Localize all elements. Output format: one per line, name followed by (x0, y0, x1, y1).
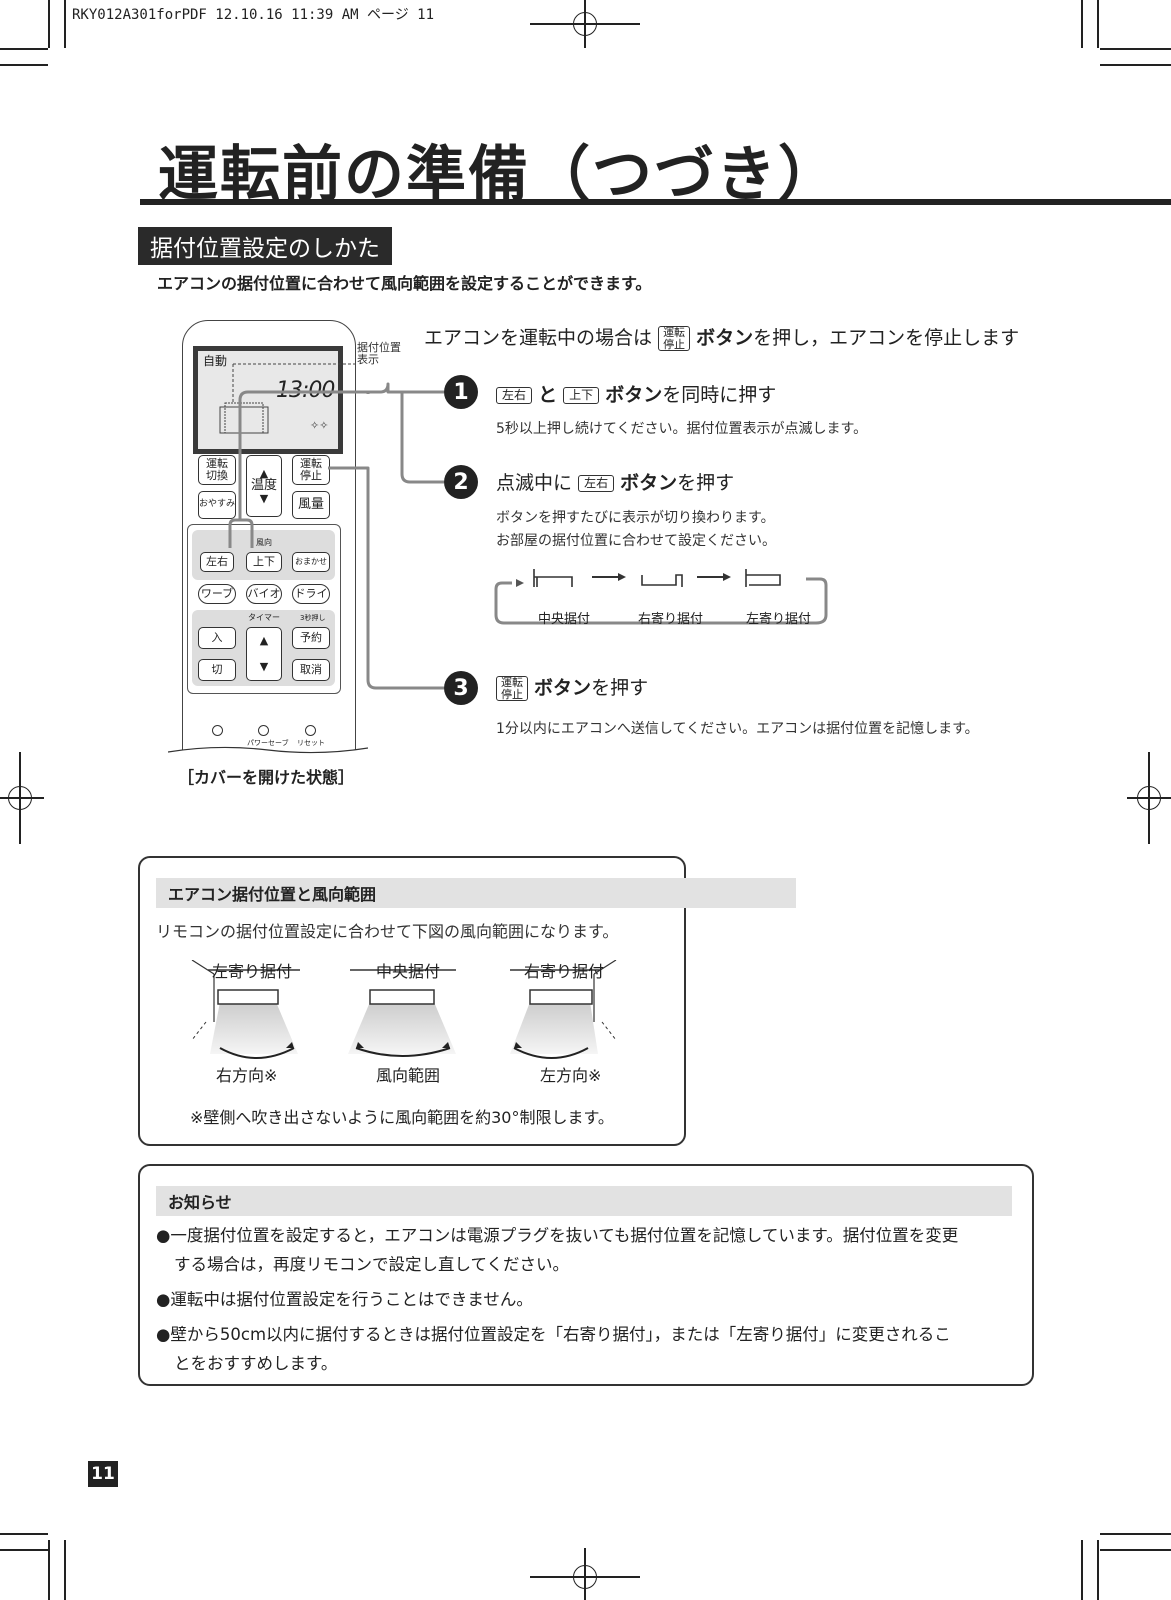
hold-label: 3秒押し (300, 614, 326, 622)
print-slug: RKY012A301forPDF 12.10.16 11:39 AM ページ 1… (72, 7, 435, 23)
remote-btn-omakase: おまかせ (292, 552, 330, 572)
step-2-sub: ボタンを押すたびに表示が切り換わります。 お部屋の据付位置に合わせて設定ください… (496, 510, 776, 550)
remote-btn-dry: ドライ (292, 584, 330, 604)
step-3-text: 運転停止 ボタンを押す (496, 673, 648, 702)
notice-heading: お知らせ (156, 1186, 1012, 1216)
range-dir-left: 右方向※ (216, 1066, 278, 1085)
remote-btn-on-timer: 入 (198, 627, 236, 649)
remote-hole-icon (305, 725, 316, 736)
range-box-heading: エアコン据付位置と風向範囲 (156, 878, 796, 908)
timer-label: タイマー (248, 613, 280, 622)
up-arrow-icon: ▲ (259, 634, 269, 648)
lcd-position-icon: ✧✧ (219, 363, 358, 434)
step-2-number: 2 (444, 465, 478, 499)
range-dir-right: 左方向※ (540, 1066, 602, 1085)
fuko-label: 風向 (256, 538, 272, 547)
remote-btn-joge: 上下 (246, 552, 282, 572)
remote-label-powersave: パワーセーブ (247, 739, 289, 747)
position-cycle-diagram (494, 569, 828, 625)
remote-caption: ［カバーを開けた状態］ (178, 768, 355, 787)
cycle-label-center: 中央据付 (538, 612, 591, 627)
notice-item: ●運転中は据付位置設定を行うことはできません。 (156, 1289, 533, 1309)
remote-btn-temp: ▲ 温度 ▼ (246, 455, 282, 517)
remote-btn-timer-updown: ▲ ▼ (246, 627, 282, 681)
remote-btn-fan: 風量 (292, 491, 330, 519)
down-arrow-icon: ▼ (259, 491, 269, 505)
remote-btn-sayu: 左右 (200, 552, 234, 572)
step-1-number: 1 (444, 375, 478, 409)
section-intro: エアコンの据付位置に合わせて風向範囲を設定することができます。 (157, 274, 652, 293)
remote-label-reset: リセット (297, 739, 325, 747)
page-title: 運転前の準備（つづき） (158, 140, 840, 210)
range-diagram (191, 960, 617, 1059)
remote-hole-icon (258, 725, 269, 736)
notice-item: ●一度据付位置を設定すると，エアコンは電源プラグを抜いても据付位置を記憶していま… (156, 1226, 959, 1245)
cycle-label-left: 左寄り据付 (746, 612, 812, 627)
remote-cut-edge (168, 746, 368, 768)
sayu-key-icon: 左右 (496, 386, 533, 405)
remote-btn-wave: ワーブ (198, 584, 236, 604)
page-number: 11 (88, 1461, 118, 1487)
step-2-text: 点滅中に 左右 ボタンを押す (496, 472, 735, 494)
range-pos-right: 右寄り据付 (524, 962, 605, 981)
cycle-label-right: 右寄り据付 (638, 612, 704, 627)
remote-hole-icon (212, 725, 223, 736)
step-3-number: 3 (444, 671, 478, 705)
connector-lines (228, 382, 444, 690)
start-stop-key-icon: 運転停止 (658, 325, 691, 352)
remote-btn-reserve: 予約 (292, 627, 330, 649)
notice-item: ●壁から50cm以内に据付するときは据付位置設定を「右寄り据付」，または「左寄り… (156, 1324, 951, 1344)
remote-btn-bio: バイオ (246, 584, 282, 604)
range-box-lead: リモコンの据付位置設定に合わせて下図の風向範囲になります。 (156, 922, 619, 941)
title-rule (140, 199, 1171, 205)
notice-item-cont: とをおすすめします。 (174, 1353, 338, 1373)
range-note: ※壁側へ吹き出さないように風向範囲を約30°制限します。 (190, 1108, 614, 1127)
step-1-sub: 5秒以上押し続けてください。据付位置表示が点滅します。 (496, 421, 868, 437)
step-pre: エアコンを運転中の場合は 運転停止 ボタンを押し，エアコンを停止します (424, 325, 1020, 352)
down-arrow-icon: ▼ (259, 660, 269, 674)
svg-text:✧✧: ✧✧ (310, 419, 328, 432)
sayu-key-icon: 左右 (578, 474, 615, 493)
display-label: 据付位置 表示 (357, 341, 401, 367)
lcd-mode: 自動 (203, 354, 228, 368)
range-dir-center: 風向範囲 (376, 1066, 441, 1085)
remote-btn-mode: 運転切換 (198, 455, 236, 485)
joge-key-icon: 上下 (563, 386, 600, 405)
remote-btn-cancel: 取消 (292, 659, 330, 681)
remote-btn-off-timer: 切 (198, 659, 236, 681)
notice-list: ●一度据付位置を設定すると，エアコンは電源プラグを抜いても据付位置を記憶していま… (156, 1222, 1016, 1378)
range-pos-left: 左寄り据付 (212, 962, 293, 981)
section-heading: 据付位置設定のしかた (138, 227, 392, 265)
step-3-sub: 1分以内にエアコンへ送信してください。エアコンは据付位置を記憶します。 (496, 721, 979, 737)
remote-btn-sleep: おやすみ (198, 491, 236, 519)
notice-item-cont: する場合は，再度リモコンで設定し直してください。 (174, 1254, 570, 1274)
step-1-text: 左右 と 上下 ボタンを同時に押す (496, 380, 776, 407)
up-arrow-icon: ▲ (259, 466, 269, 480)
range-pos-center: 中央据付 (376, 962, 441, 981)
start-stop-key-icon: 運転停止 (496, 675, 528, 702)
remote-btn-start-stop: 運転停止 (292, 455, 330, 485)
